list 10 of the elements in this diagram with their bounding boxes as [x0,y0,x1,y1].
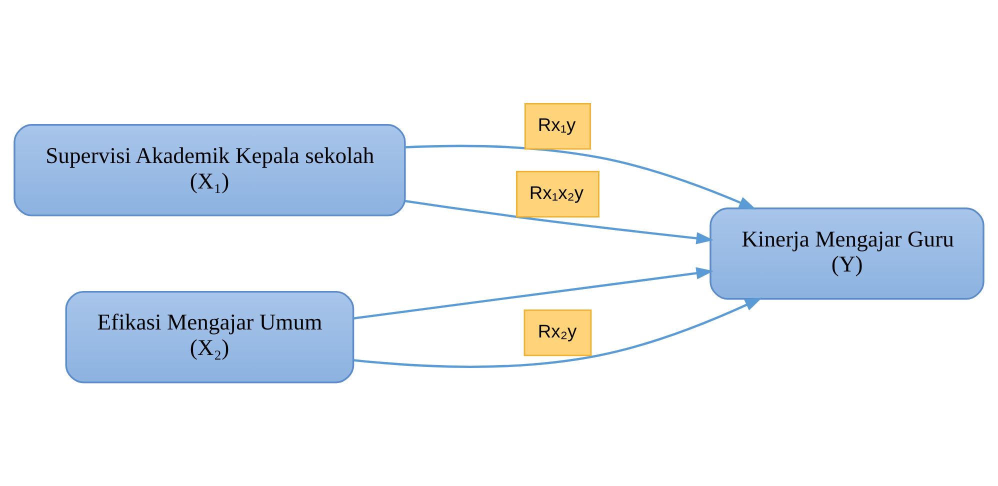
arrow [353,267,714,320]
arrow [354,298,762,368]
node-box: Kinerja Mengajar Guru (Y) [710,208,984,300]
edge-label: Rx₁x₂y [529,182,584,204]
arrow [404,200,714,244]
arrow [405,144,756,210]
edge-label: Rx₁y [538,114,576,136]
edge-label: Rx₂y [538,320,577,342]
node-box: Efikasi Mengajar Umum (X₂) [65,290,354,384]
node-box: Supervisi Akademik Kepala sekolah (X₁) [14,124,406,216]
